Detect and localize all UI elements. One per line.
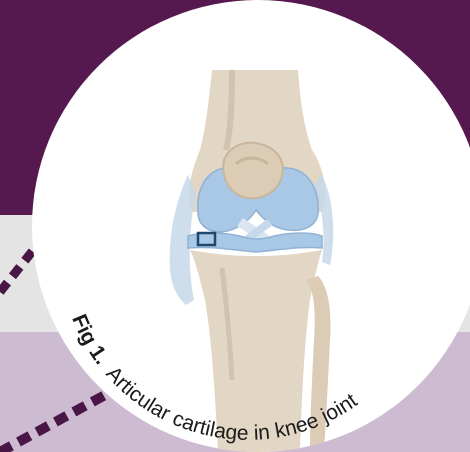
patella bbox=[223, 143, 283, 199]
